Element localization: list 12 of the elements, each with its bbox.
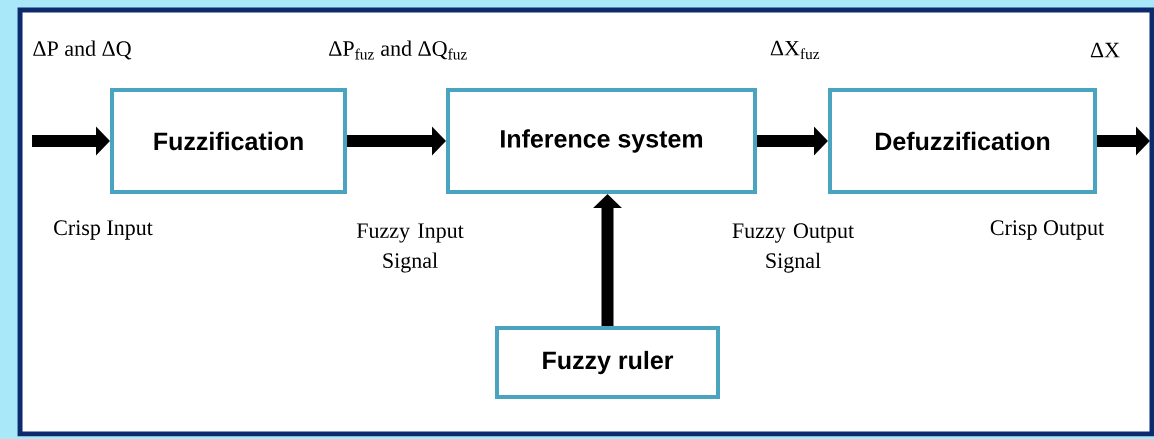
- signal-label: Crisp Output: [990, 220, 1104, 240]
- signal-label: Fuzzy Input Signal: [356, 223, 464, 273]
- signal-label: ΔP$_{fuz}$ and ΔQ$_{fuz}$: [329, 40, 467, 60]
- signal-label: ΔP and ΔQ: [33, 40, 132, 60]
- process-box: Fuzzification: [110, 88, 347, 194]
- process-box: Fuzzy ruler: [495, 326, 720, 399]
- process-box: Inference system: [446, 88, 757, 194]
- signal-label: Crisp Input: [54, 220, 153, 240]
- process-box: Defuzzification: [828, 88, 1097, 194]
- signal-label: Fuzzy Output Signal: [732, 223, 854, 273]
- signal-label: ΔX$_{fuz}$: [770, 40, 820, 60]
- signal-label: ΔX: [1090, 42, 1120, 58]
